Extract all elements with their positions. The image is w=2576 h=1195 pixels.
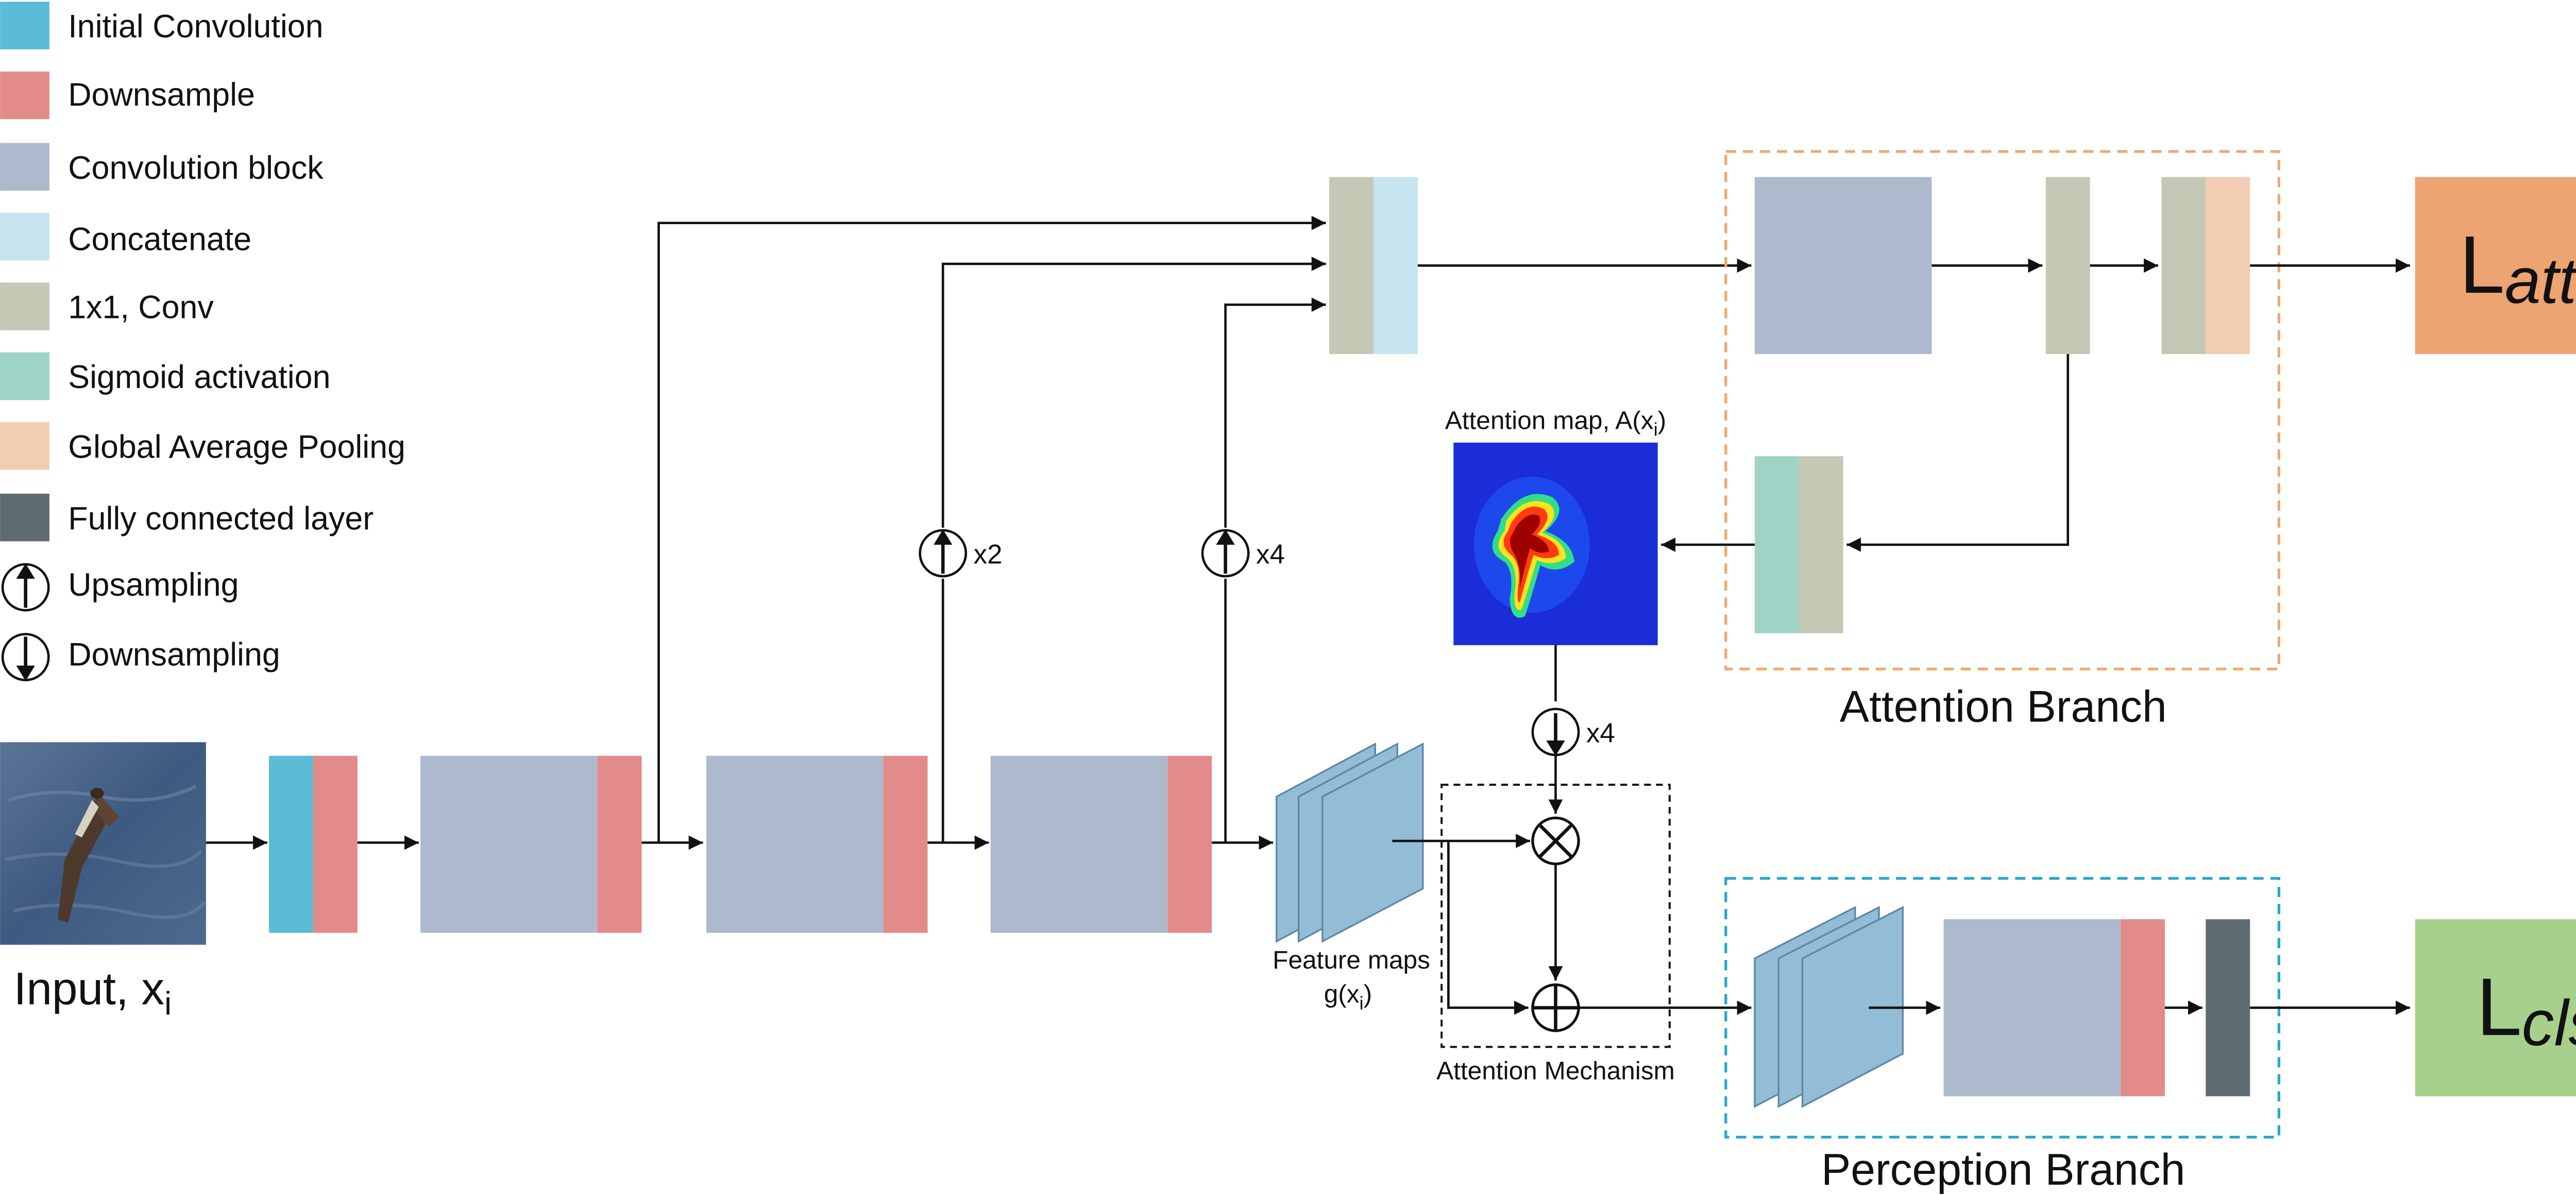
fully-connected-layer xyxy=(2206,919,2250,1097)
upsample-x4-icon xyxy=(1201,529,1250,578)
legend-swatch xyxy=(0,71,49,120)
attention-map-heatmap xyxy=(1453,442,1658,645)
legend-item-concatenate: Concatenate xyxy=(0,212,251,261)
residual-connection xyxy=(1447,840,1529,1015)
feature-maps-label: Feature maps xyxy=(1273,946,1430,974)
legend-swatch xyxy=(0,2,49,49)
legend-swatch xyxy=(0,493,49,542)
loss-cls-label: Lcls xyxy=(2477,961,2576,1059)
concatenate-block xyxy=(1329,177,1418,355)
legend: Initial Convolution Downsample Convoluti… xyxy=(0,2,405,682)
initial-convolution-block xyxy=(269,755,358,933)
legend-label: Fully connected layer xyxy=(68,500,374,536)
legend-label: Upsampling xyxy=(68,567,239,603)
legend-label: Downsampling xyxy=(68,637,280,673)
skip-connection-1 xyxy=(657,215,1326,843)
skip-connection-2-upper xyxy=(941,257,1326,528)
attention-1x1-conv xyxy=(2045,177,2090,355)
upsample-x2-icon xyxy=(919,529,968,578)
legend-label: Global Average Pooling xyxy=(68,429,405,465)
legend-item-1x1-conv: 1x1, Conv xyxy=(0,282,214,330)
attention-mechanism-label: Attention Mechanism xyxy=(1436,1056,1675,1085)
conv-block-2 xyxy=(706,755,928,933)
attention-gap-block xyxy=(2161,177,2250,355)
legend-swatch xyxy=(0,143,49,191)
legend-swatch xyxy=(0,352,49,400)
legend-item-upsampling: Upsampling xyxy=(1,563,239,612)
downsample-x4-icon xyxy=(1531,708,1580,756)
legend-swatch xyxy=(0,212,49,261)
legend-label: Downsample xyxy=(68,77,255,113)
legend-item-global-average-pooling: Global Average Pooling xyxy=(0,422,405,470)
upsample-factor-label: x2 xyxy=(974,539,1003,569)
attention-sigmoid-block xyxy=(1754,456,1843,633)
attention-conv-block xyxy=(1754,177,1932,355)
input-label: Input, xi xyxy=(14,963,172,1022)
input-image xyxy=(0,742,206,945)
add-icon xyxy=(1531,983,1580,1032)
perception-conv-block xyxy=(1943,919,2165,1097)
legend-label: Concatenate xyxy=(68,222,251,258)
conv-block-3 xyxy=(990,755,1212,933)
legend-swatch xyxy=(0,422,49,470)
bird-icon xyxy=(58,787,120,923)
multiply-icon xyxy=(1531,816,1580,866)
loss-attn-label: Lattn xyxy=(2460,218,2576,317)
legend-label: Initial Convolution xyxy=(68,9,323,45)
legend-item-convolution-block: Convolution block xyxy=(0,143,324,191)
legend-item-fully-connected-layer: Fully connected layer xyxy=(0,493,374,542)
feature-maps-stack xyxy=(1276,742,1424,943)
legend-item-initial-convolution: Initial Convolution xyxy=(0,2,324,49)
loss-attn-box: Lattn xyxy=(2415,177,2576,355)
feature-maps-symbol: g(xi) xyxy=(1324,980,1372,1014)
attention-mechanism-box xyxy=(1440,783,1671,1048)
legend-label: 1x1, Conv xyxy=(68,290,214,326)
conv-block-1 xyxy=(420,755,642,933)
down-arrow-circle-icon xyxy=(1,633,50,682)
legend-label: Convolution block xyxy=(68,150,324,186)
up-arrow-circle-icon xyxy=(1,563,50,612)
downsample-factor-label: x4 xyxy=(1586,718,1615,748)
legend-swatch xyxy=(0,282,49,330)
legend-item-sigmoid-activation: Sigmoid activation xyxy=(0,352,330,400)
attention-branch-label: Attention Branch xyxy=(1840,682,2167,732)
arrow xyxy=(1846,354,2070,552)
perception-branch-label: Perception Branch xyxy=(1821,1145,2185,1194)
perception-feature-maps-stack xyxy=(1754,906,1904,1108)
legend-label: Sigmoid activation xyxy=(68,359,330,395)
skip-connection-3-upper xyxy=(1224,297,1326,528)
upsample-factor-label: x4 xyxy=(1256,539,1285,569)
legend-item-downsample: Downsample xyxy=(0,71,255,120)
legend-item-downsampling: Downsampling xyxy=(1,633,280,682)
attention-map-label: Attention map, A(xi) xyxy=(1445,406,1666,440)
loss-cls-box: Lcls xyxy=(2415,919,2576,1097)
